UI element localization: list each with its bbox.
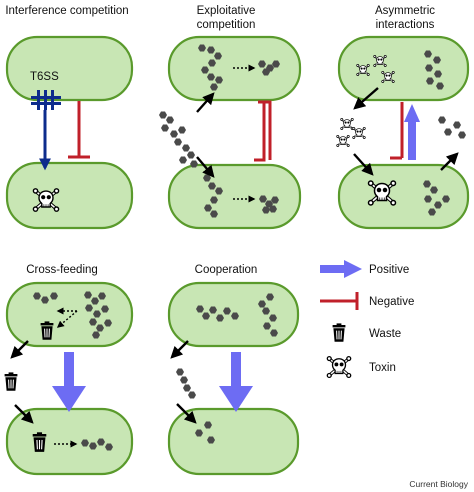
legend-waste-icon [332, 323, 346, 343]
panel-title-interference: Interference competition [5, 5, 128, 17]
positive-arrow [219, 352, 253, 412]
cell-top [337, 35, 470, 102]
panel-title-exploitative-line2: competition [197, 19, 256, 31]
resource-hexagon [438, 116, 446, 124]
resource-hexagon [444, 128, 452, 136]
credit-text: Current Biology [409, 479, 468, 489]
resource-hexagon [183, 384, 191, 392]
resource-hexagon [161, 124, 169, 132]
legend-waste-label: Waste [369, 328, 401, 340]
negative-inhibition-line [390, 102, 404, 160]
resource-hexagon [159, 111, 167, 119]
resource-release-arrow [440, 152, 459, 171]
resource-hexagon [182, 144, 190, 152]
cell-bottom [167, 407, 300, 476]
uptake-arrow [176, 403, 197, 424]
cell-bottom [167, 163, 302, 230]
release-arrow [170, 340, 189, 359]
resource-hexagon [453, 121, 461, 129]
resource-hexagon [170, 130, 178, 138]
donor-cell [5, 35, 134, 102]
cell-top [5, 281, 134, 348]
t6ss-apparatus [31, 90, 61, 110]
resource-hexagon [458, 131, 466, 139]
waste-uptake-arrow [14, 404, 34, 424]
legend: Positive Negative Waste Toxin [320, 260, 414, 380]
resource-hexagon [178, 126, 186, 134]
panel-asymmetric: Asymmetric interactions [336, 5, 470, 230]
legend-negative-line [320, 292, 359, 310]
resource-hexagon [187, 151, 195, 159]
negative-inhibition-line [68, 101, 90, 159]
legend-positive-arrow [320, 260, 362, 278]
panel-interference: Interference competition T6SS [5, 5, 134, 230]
positive-arrow [52, 352, 86, 412]
legend-toxin-icon [326, 354, 352, 380]
resource-hexagon [166, 116, 174, 124]
cell-bottom [337, 163, 470, 230]
resource-hexagon [188, 391, 196, 399]
panel-title-asymmetric-line1: Asymmetric [375, 5, 435, 17]
uptake-arrow [196, 92, 215, 113]
dotted-arrow [56, 310, 78, 328]
toxin-uptake-arrow [353, 153, 374, 176]
panel-title-asymmetric-line2: interactions [376, 19, 435, 31]
resource-hexagon [176, 368, 184, 376]
cell-bottom [5, 407, 134, 476]
negative-inhibition-line [254, 100, 272, 162]
waste-icon [40, 321, 54, 341]
waste-icon [32, 432, 47, 453]
panel-title-exploitative-line1: Exploitative [197, 5, 256, 17]
toxin-release-arrow [353, 87, 379, 110]
resource-hexagon [179, 156, 187, 164]
waste-release-arrow [10, 340, 29, 359]
positive-arrow [404, 104, 420, 160]
resource-hexagon [180, 376, 188, 384]
legend-toxin-label: Toxin [369, 362, 396, 374]
panel-title-cross-feeding: Cross-feeding [26, 264, 98, 276]
panel-cross-feeding: Cross-feeding [4, 264, 134, 476]
panel-cooperation: Cooperation [167, 264, 300, 476]
uptake-arrow [196, 156, 215, 178]
panel-title-cooperation: Cooperation [195, 264, 258, 276]
resource-hexagon [174, 138, 182, 146]
legend-positive-label: Positive [369, 264, 409, 276]
panel-exploitative: Exploitative competition [159, 5, 302, 230]
t6ss-label: T6SS [30, 71, 59, 83]
target-cell [5, 161, 134, 230]
waste-icon [4, 372, 18, 392]
legend-negative-label: Negative [369, 296, 414, 308]
